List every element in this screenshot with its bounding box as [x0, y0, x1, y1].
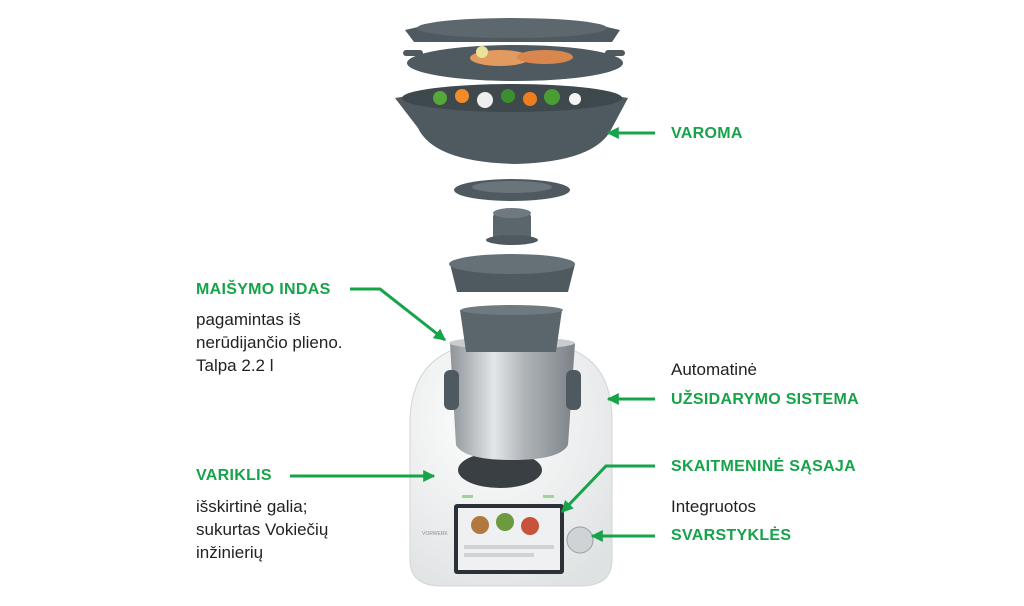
scales-pre: Integruotos — [671, 497, 757, 516]
closing-system-title: UŽSIDARYMO SISTEMA — [671, 391, 859, 408]
closing-system-pre: Automatinė — [671, 360, 757, 379]
varoma-bowl — [395, 84, 628, 164]
display-screen — [454, 504, 564, 574]
mixing-bowl-arrow — [350, 287, 446, 342]
mixing-bowl-desc-line-3: Talpa 2.2 l — [196, 356, 274, 375]
varoma-title: VAROMA — [671, 125, 743, 142]
selector-knob — [566, 526, 594, 554]
scales-title: SVARSTYKLĖS — [671, 527, 792, 544]
measuring-cup — [486, 208, 538, 245]
mixing-bowl-lid — [449, 254, 575, 292]
motor-desc-line-2: sukurtas Vokiečių — [196, 520, 329, 539]
varoma-lid — [405, 18, 620, 42]
digital-interface-title: SKAITMENINĖ SĄSAJA — [671, 458, 856, 475]
motor-desc-line-1: išskirtinė galia; — [196, 497, 308, 516]
mixing-bowl-desc-line-2: nerūdijančio plieno. — [196, 333, 343, 352]
motor-title: VARIKLIS — [196, 467, 272, 484]
motor-desc-line-3: inžinierių — [196, 543, 264, 562]
digital-interface-arrow — [560, 464, 655, 514]
mixing-bowl-title: MAIŠYMO INDAS — [196, 281, 331, 298]
svg-text:VORWERK: VORWERK — [422, 531, 448, 537]
varoma-tray — [403, 45, 625, 81]
steel-mixing-bowl — [444, 305, 581, 460]
mixing-bowl-desc-line-1: pagamintas iš — [196, 310, 301, 329]
splash-guard — [454, 179, 570, 201]
